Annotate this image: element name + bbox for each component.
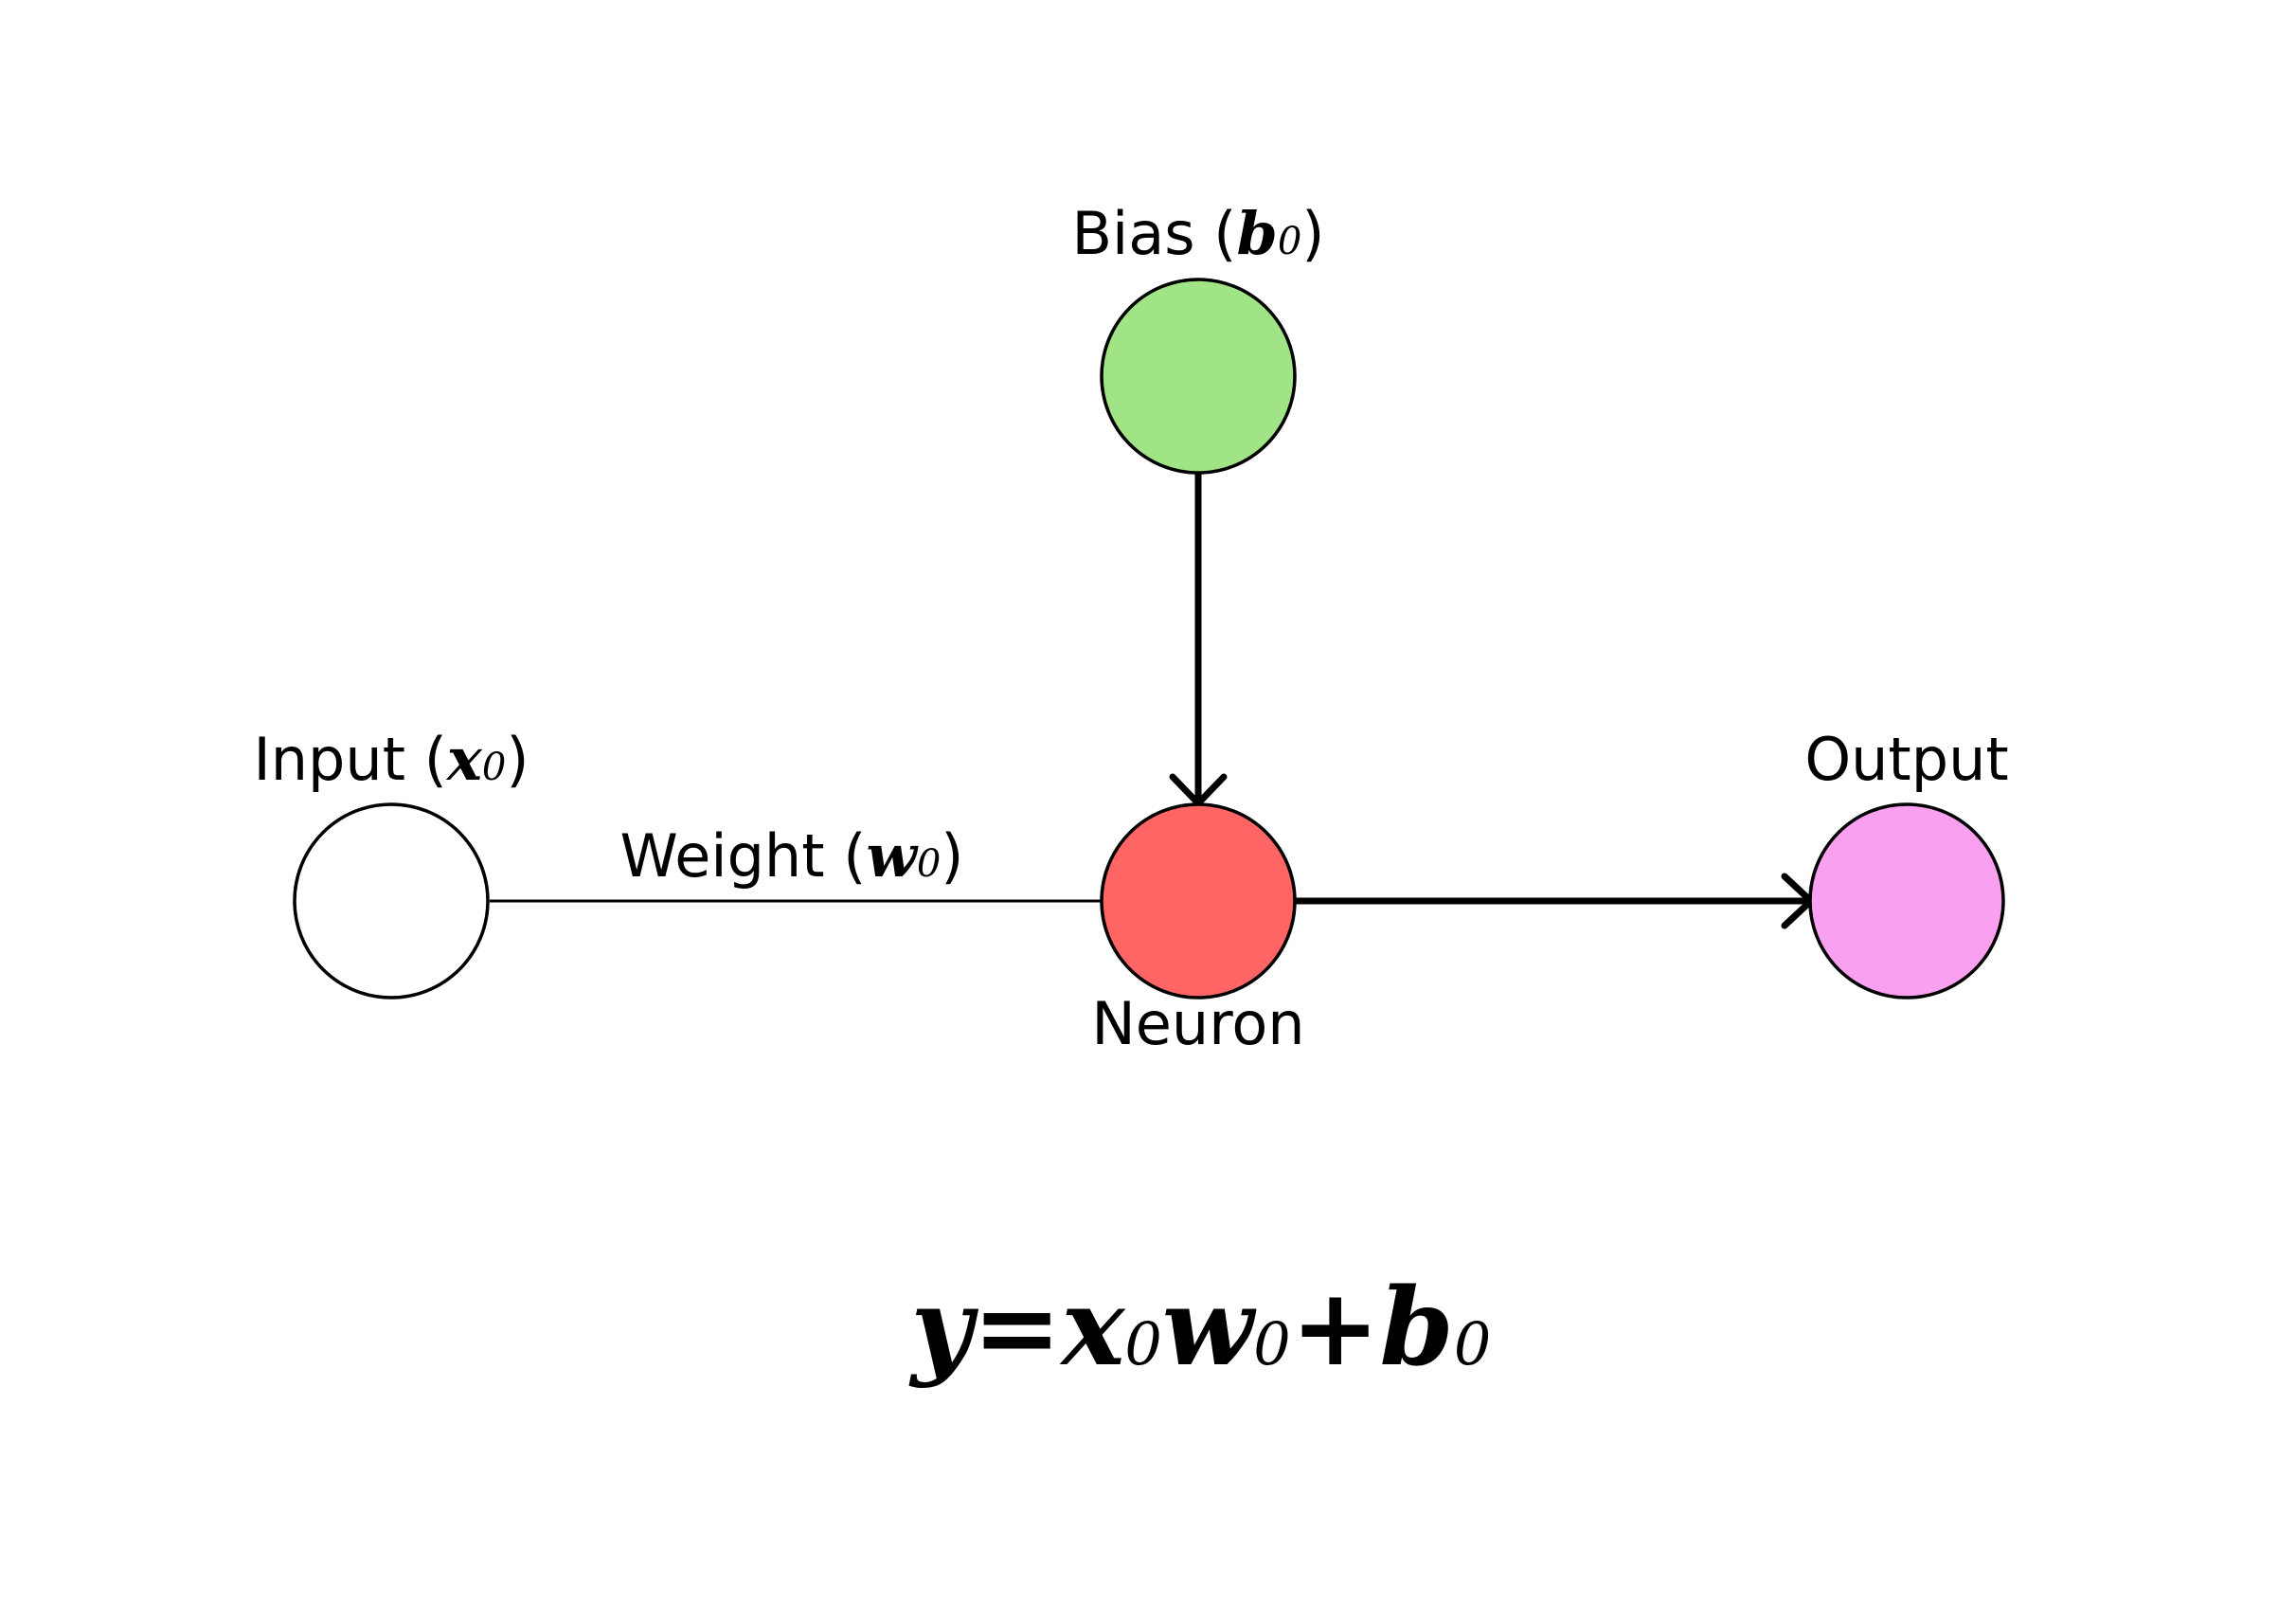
bias-label: Bias (b0) <box>1072 199 1325 268</box>
output-node <box>1808 802 2005 1000</box>
bias-node <box>1100 278 1297 475</box>
input-label: Input (x0) <box>253 725 529 794</box>
neuron-node <box>1100 802 1297 1000</box>
neuron-equation: y=x0w0+b0 <box>908 1266 1492 1390</box>
output-label: Output <box>1804 725 2008 794</box>
weight-label: Weight (w0) <box>620 821 964 891</box>
neuron-label: Neuron <box>1091 989 1304 1058</box>
input-node <box>293 802 490 1000</box>
